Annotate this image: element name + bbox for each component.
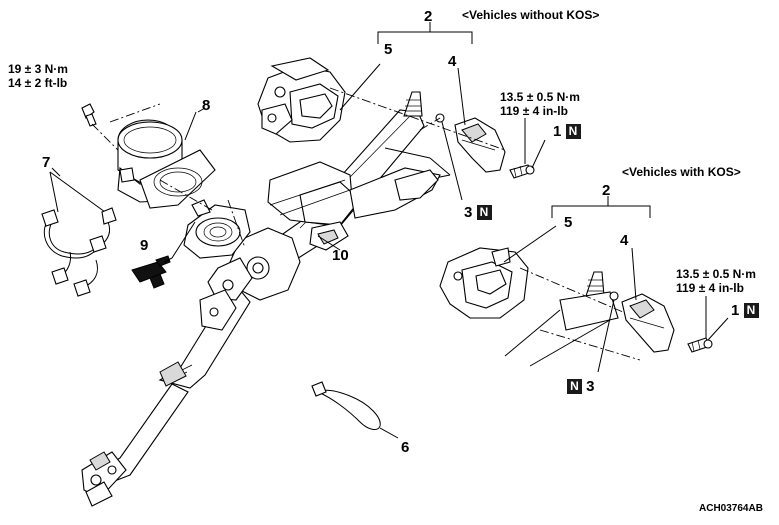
callout-10: 10	[332, 247, 349, 264]
callout-1-upper: 1 N	[553, 124, 581, 139]
upper-shaft-spline	[403, 91, 423, 117]
callout-1-lower: 1 N	[731, 303, 759, 318]
grease-gun-icon	[131, 255, 173, 289]
new-part-badge-icon: N	[743, 303, 759, 318]
callout-2-upper: 2	[424, 8, 433, 25]
band-part-6	[311, 381, 399, 439]
callout-3-upper-num: 3	[464, 204, 473, 221]
callout-7: 7	[42, 154, 51, 171]
callout-5-upper: 5	[384, 41, 393, 58]
callout-4-lower: 4	[620, 232, 629, 249]
new-part-badge-icon: N	[476, 205, 492, 220]
callout-leaders	[51, 107, 341, 251]
header-with-kos: <Vehicles with KOS>	[622, 165, 741, 179]
new-part-badge-icon: N	[567, 379, 582, 394]
torque-without-kos-nm: 13.5 ± 0.5 N·m	[500, 90, 580, 104]
harness-part-7	[41, 171, 117, 297]
callout-3-lower: N 3	[567, 379, 595, 394]
bolt-upper-left	[81, 103, 161, 151]
callout-9: 9	[140, 237, 149, 254]
lock-housing-part-5-upper	[257, 57, 381, 143]
screw-part-3-upper	[329, 87, 506, 201]
torque-with-kos-nm: 13.5 ± 0.5 N·m	[676, 267, 756, 281]
bracket-2-upper	[377, 22, 473, 44]
callout-1-lower-num: 1	[731, 302, 740, 319]
callout-3-upper: 3 N	[464, 205, 492, 220]
torque-upper-left: 19 ± 3 N·m 14 ± 2 ft-lb	[8, 62, 68, 90]
torque-without-kos: 13.5 ± 0.5 N·m 119 ± 4 in-lb	[500, 90, 580, 118]
callout-1-upper-num: 1	[553, 123, 562, 140]
figure-code: ACH03764AB	[699, 503, 763, 514]
new-part-badge-icon: N	[565, 124, 581, 139]
callout-5-lower: 5	[564, 214, 573, 231]
torque-upper-left-ftlb: 14 ± 2 ft-lb	[8, 76, 68, 90]
callout-8: 8	[202, 97, 211, 114]
torque-with-kos: 13.5 ± 0.5 N·m 119 ± 4 in-lb	[676, 267, 756, 295]
cover-part-4-lower	[621, 247, 729, 353]
cover-part-4-upper	[454, 67, 546, 179]
header-without-kos: <Vehicles without KOS>	[462, 8, 600, 22]
callout-2-lower: 2	[602, 182, 611, 199]
callout-6: 6	[401, 439, 410, 456]
callout-3-lower-num: 3	[586, 378, 595, 395]
torque-with-kos-inlb: 119 ± 4 in-lb	[676, 281, 744, 295]
clock-spring-part-8	[117, 111, 216, 209]
sensor-part-9	[159, 179, 251, 259]
lock-housing-part-5-lower	[439, 225, 611, 367]
column-assembly-part-10	[199, 161, 441, 331]
torque-without-kos-inlb: 119 ± 4 in-lb	[500, 104, 568, 118]
callout-4-upper: 4	[448, 53, 457, 70]
bracket-2-lower	[551, 196, 651, 218]
torque-upper-left-nm: 19 ± 3 N·m	[8, 62, 68, 76]
